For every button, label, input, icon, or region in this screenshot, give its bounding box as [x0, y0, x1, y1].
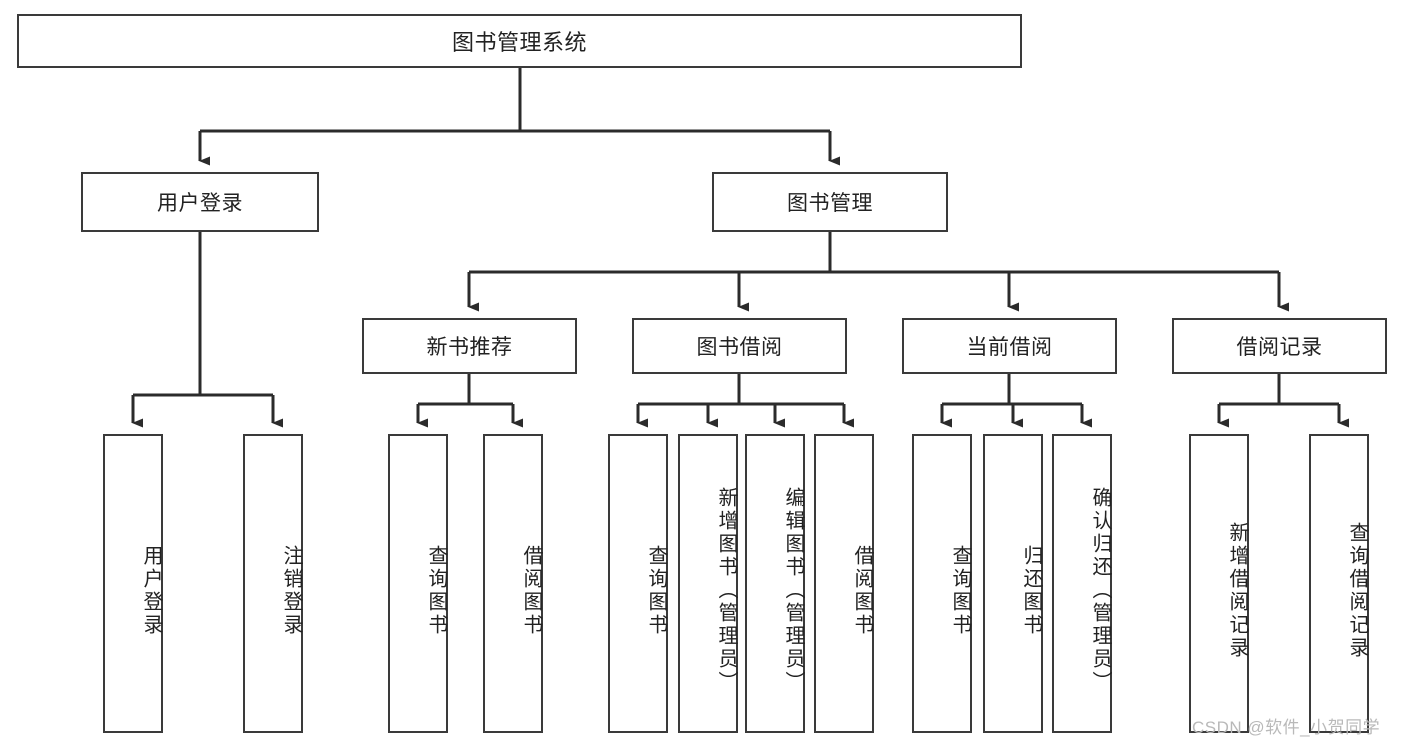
leaf-return-book[interactable]: 归还图书	[983, 434, 1043, 733]
leaf-edit-book-admin[interactable]: 编辑图书（管理员）	[745, 434, 805, 733]
node-user-login[interactable]: 用户登录	[81, 172, 319, 232]
watermark-text: CSDN @软件_小贺同学	[1192, 718, 1381, 737]
node-book-management[interactable]: 图书管理	[712, 172, 948, 232]
node-current-borrow[interactable]: 当前借阅	[902, 318, 1117, 374]
node-root-system[interactable]: 图书管理系统	[17, 14, 1022, 68]
leaf-add-book-admin[interactable]: 新增图书（管理员）	[678, 434, 738, 733]
leaf-query-book-rec[interactable]: 查询图书	[388, 434, 448, 733]
node-borrow-record[interactable]: 借阅记录	[1172, 318, 1387, 374]
leaf-add-borrow-record[interactable]: 新增借阅记录	[1189, 434, 1249, 733]
leaf-query-borrow-record[interactable]: 查询借阅记录	[1309, 434, 1369, 733]
leaf-query-book-current[interactable]: 查询图书	[912, 434, 972, 733]
leaf-borrow-book-rec[interactable]: 借阅图书	[483, 434, 543, 733]
leaf-confirm-return-admin[interactable]: 确认归还（管理员）	[1052, 434, 1112, 733]
leaf-logout[interactable]: 注销登录	[243, 434, 303, 733]
leaf-borrow-book[interactable]: 借阅图书	[814, 434, 874, 733]
node-book-borrow[interactable]: 图书借阅	[632, 318, 847, 374]
leaf-query-book-borrow[interactable]: 查询图书	[608, 434, 668, 733]
node-new-book-recommend[interactable]: 新书推荐	[362, 318, 577, 374]
leaf-user-login[interactable]: 用户登录	[103, 434, 163, 733]
